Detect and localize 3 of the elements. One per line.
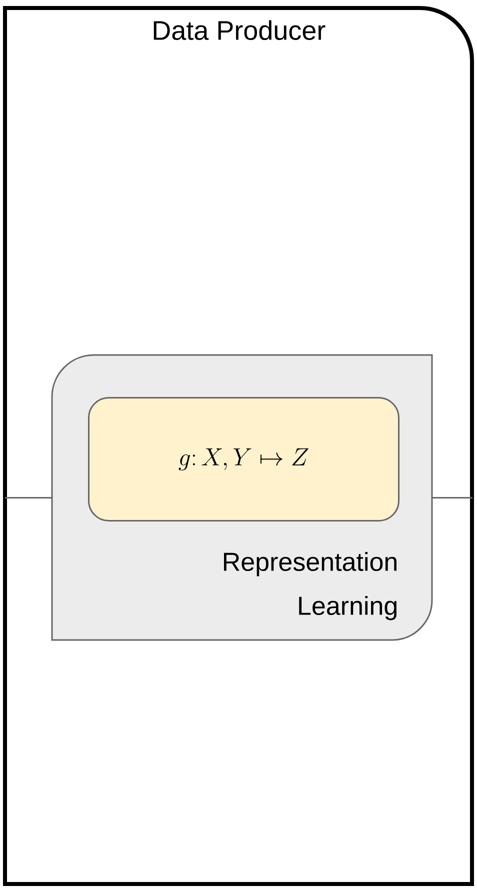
connector-line (5, 496, 52, 498)
formula-box: $g\colon X, Y \mapsto Z$ (88, 397, 400, 522)
connector-line (432, 496, 472, 498)
